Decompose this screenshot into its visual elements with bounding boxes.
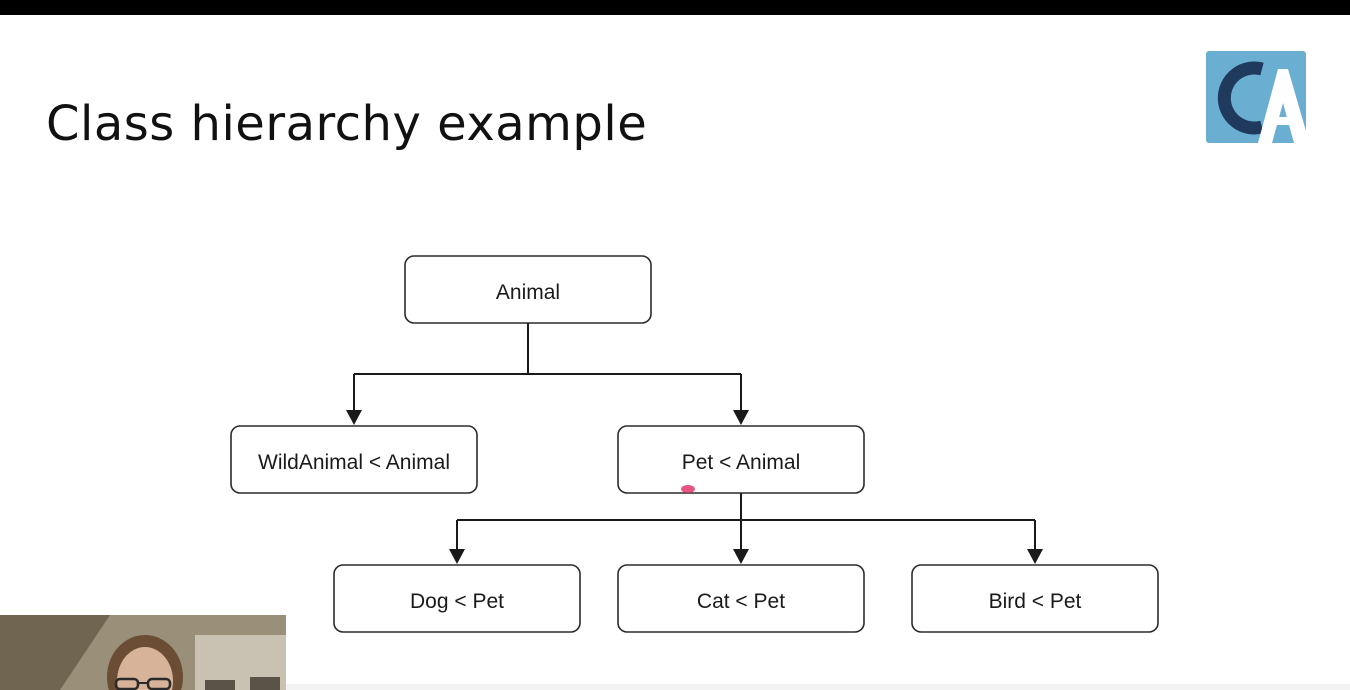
node-bird: Bird < Pet bbox=[911, 564, 1159, 633]
node-animal-label: Animal bbox=[496, 281, 560, 304]
node-bird-label: Bird < Pet bbox=[989, 590, 1082, 613]
node-pet-label: Pet < Animal bbox=[682, 451, 800, 474]
node-wildanimal-label: WildAnimal < Animal bbox=[258, 451, 450, 474]
person-video-icon bbox=[0, 615, 286, 690]
node-dog-label: Dog < Pet bbox=[410, 590, 504, 613]
arrow-dog-icon bbox=[449, 549, 465, 564]
arrow-cat-icon bbox=[733, 549, 749, 564]
bottom-strip bbox=[286, 684, 1350, 690]
node-wildanimal: WildAnimal < Animal bbox=[230, 425, 478, 494]
node-animal: Animal bbox=[404, 255, 652, 324]
top-bar bbox=[0, 0, 1350, 15]
arrow-wildanimal-icon bbox=[346, 410, 362, 425]
laser-pointer-dot bbox=[681, 485, 695, 493]
logo-a-bar bbox=[1272, 117, 1296, 125]
logo-c-shape bbox=[1217, 61, 1264, 135]
arrow-pet-icon bbox=[733, 410, 749, 425]
slide-title: Class hierarchy example bbox=[46, 96, 648, 152]
node-cat: Cat < Pet bbox=[617, 564, 865, 633]
node-cat-label: Cat < Pet bbox=[697, 590, 785, 613]
node-pet: Pet < Animal bbox=[617, 425, 865, 494]
arrow-bird-icon bbox=[1027, 549, 1043, 564]
node-dog: Dog < Pet bbox=[333, 564, 581, 633]
ca-logo-icon bbox=[1206, 51, 1306, 143]
webcam-overlay bbox=[0, 615, 286, 690]
